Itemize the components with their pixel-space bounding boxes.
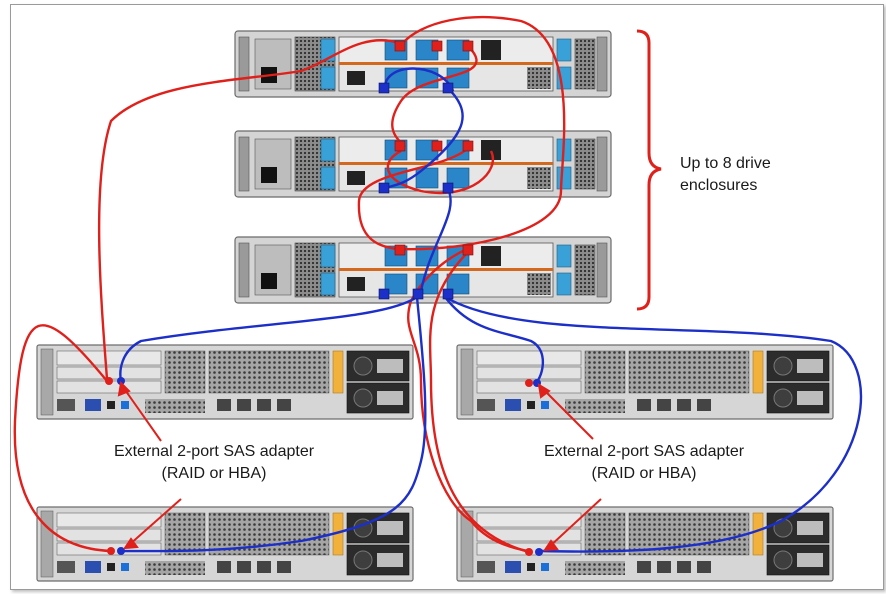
enclosure-count-line2: enclosures <box>680 177 758 194</box>
adapter-port-dots <box>105 377 543 556</box>
adapter-label-left-line1: External 2-port SAS adapter <box>113 443 315 460</box>
adapter-label-left-line2: (RAID or HBA) <box>161 465 267 482</box>
drive-enclosure-2 <box>234 130 612 198</box>
adapter-callout-arrows <box>117 380 602 552</box>
enclosure-count-label: Up to 8 drive enclosures <box>680 153 771 197</box>
server-top-left <box>36 344 414 420</box>
adapter-label-right-line1: External 2-port SAS adapter <box>543 443 745 460</box>
adapter-label-right: External 2-port SAS adapter (RAID or HBA… <box>519 441 769 485</box>
adapter-label-left: External 2-port SAS adapter (RAID or HBA… <box>89 441 339 485</box>
enclosure-group-brace <box>636 29 662 311</box>
diagram-frame: Up to 8 drive enclosures External 2-port… <box>10 4 884 590</box>
enclosure-count-line1: Up to 8 drive <box>680 155 771 172</box>
drive-enclosure-1 <box>234 30 612 98</box>
server-bottom-left <box>36 506 414 582</box>
adapter-label-right-line2: (RAID or HBA) <box>591 465 697 482</box>
enclosure-port-markers <box>378 40 474 300</box>
sas-cables-path-b <box>119 67 863 553</box>
server-bottom-right <box>456 506 834 582</box>
sas-topology-diagram <box>13 15 863 582</box>
server-top-right <box>456 344 834 420</box>
